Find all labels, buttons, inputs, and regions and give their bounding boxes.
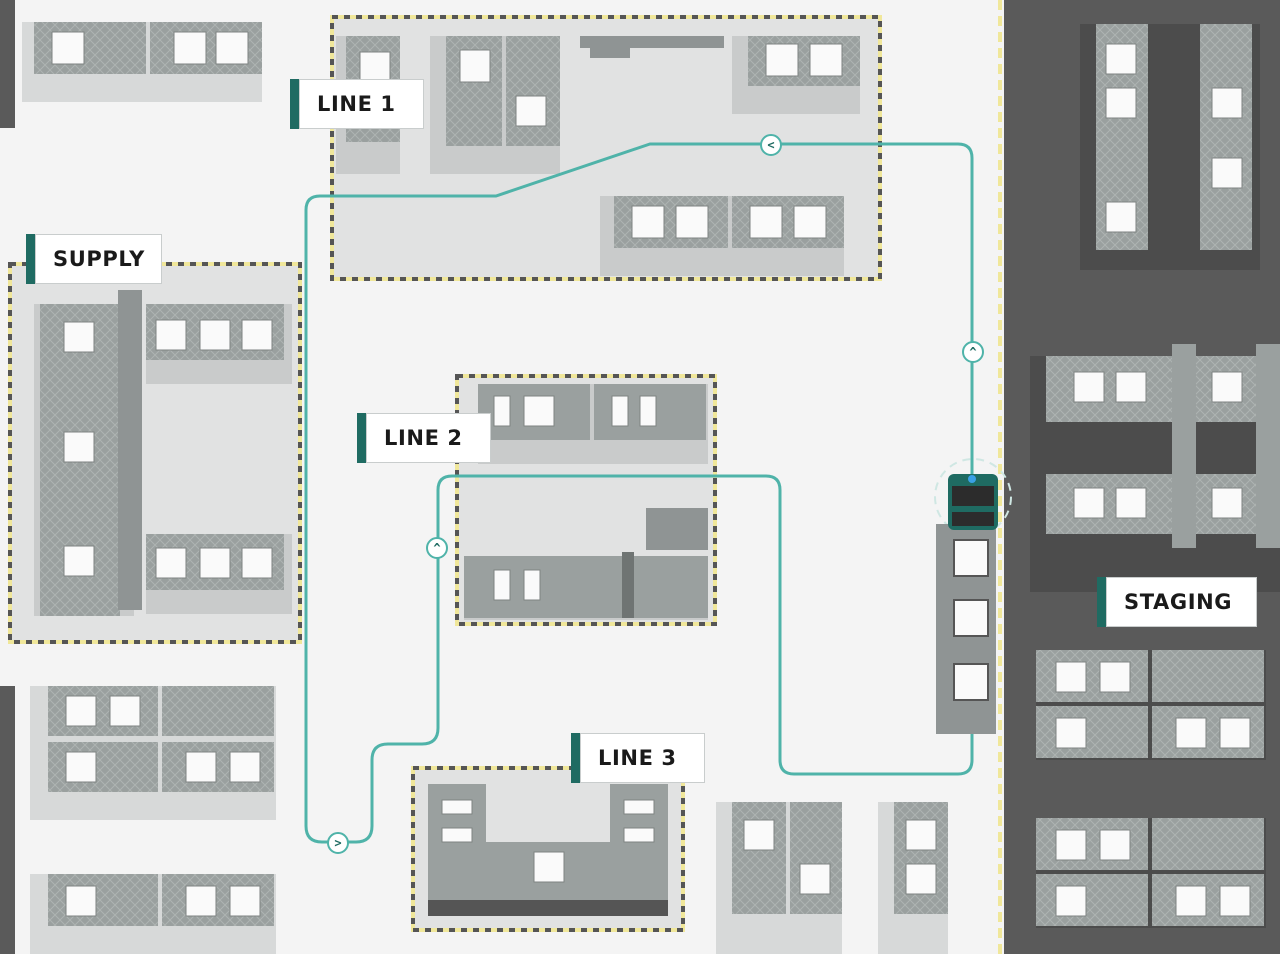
machines-bottom-center [716, 802, 948, 954]
direction-arrow-icon: ^ [962, 341, 984, 363]
zone-label-line-2[interactable]: LINE 2 [357, 413, 491, 463]
zone-supply [8, 262, 302, 644]
zone-label-line-1[interactable]: LINE 1 [290, 79, 424, 129]
agv-robot-icon[interactable] [948, 474, 998, 530]
zone-label-line-3-text: LINE 3 [598, 746, 677, 770]
agv-route [304, 142, 974, 844]
zone-label-supply[interactable]: SUPPLY [26, 234, 162, 284]
zone-label-line-1-text: LINE 1 [317, 92, 396, 116]
zone-line-1 [330, 15, 882, 281]
machine-top-left [22, 22, 262, 102]
zone-label-staging-text: STAGING [1124, 590, 1233, 614]
zone-line-3 [411, 766, 685, 932]
agv-train [934, 458, 1012, 734]
zone-label-supply-text: SUPPLY [53, 247, 145, 271]
direction-arrow-icon: > [327, 832, 349, 854]
wall-top-left [0, 0, 15, 128]
machines-bottom-left [30, 686, 276, 954]
direction-arrow-icon: ^ [426, 537, 448, 559]
zone-label-line-2-text: LINE 2 [384, 426, 463, 450]
wall-bottom-left [0, 686, 15, 954]
route-main-loop [304, 142, 974, 844]
zone-label-staging[interactable]: STAGING [1097, 577, 1257, 627]
staging-machines [1030, 24, 1280, 928]
zone-line-2 [455, 374, 717, 626]
direction-arrow-icon: < [760, 134, 782, 156]
zone-label-line-3[interactable]: LINE 3 [571, 733, 705, 783]
